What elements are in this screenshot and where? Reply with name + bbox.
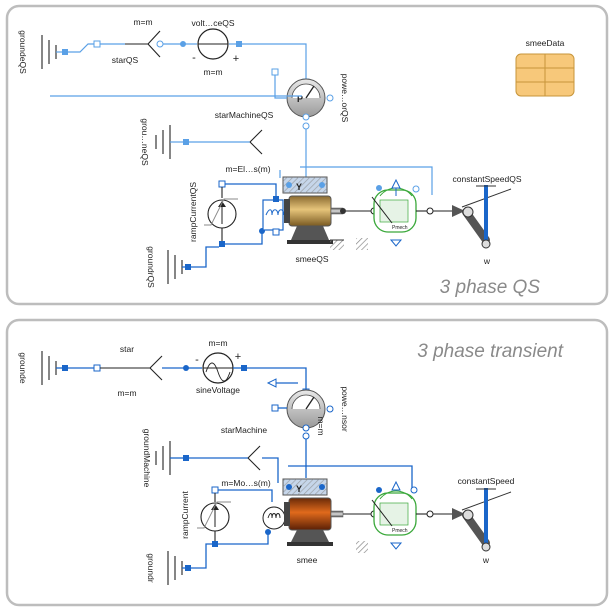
ramp-current-qs[interactable] — [204, 180, 238, 247]
ramp-current-tr[interactable] — [197, 486, 231, 547]
sine-voltage-tr-minus: - — [195, 354, 199, 366]
star-qs-label: starQS — [112, 55, 139, 65]
machine-smee-tr[interactable]: Y — [282, 478, 344, 546]
smee-data-label: smeeData — [526, 38, 565, 48]
machine-smee-qs[interactable]: Y — [282, 176, 346, 244]
ground-e-qs[interactable] — [41, 35, 68, 69]
star-machine-tr[interactable] — [247, 445, 261, 471]
panel-qs-frame — [5, 4, 609, 306]
constant-speed-tr[interactable] — [433, 488, 512, 552]
mech-power-sensor-tr[interactable]: Pmech — [343, 480, 418, 553]
star-machine-qs[interactable] — [249, 129, 263, 155]
power-sensor-tr[interactable] — [266, 378, 334, 440]
panel-qs: 3 phase QS groundeQS m=m starQS — [5, 4, 609, 306]
ground-r-tr-label: groundr — [146, 553, 156, 582]
star-qs[interactable] — [125, 30, 161, 58]
star-machine-tr-label: starMachine — [221, 425, 268, 435]
constant-speed-qs-label: constantSpeedQS — [453, 174, 522, 184]
ground-machine-tr-label: groundMachine — [142, 429, 152, 488]
constant-speed-qs-w-label: w — [483, 256, 491, 266]
voltage-source-qs[interactable] — [183, 28, 237, 60]
voltage-source-qs-minus: - — [192, 52, 196, 64]
machine-smee-tr-label: smee — [297, 555, 318, 565]
power-sensor-tr-label: powe…nsor — [340, 386, 350, 432]
star-machine-tr-m-label: m=Mo…s(m) — [221, 478, 271, 488]
sine-voltage-tr-m-label: m=m — [208, 338, 227, 348]
sine-voltage-tr[interactable] — [186, 352, 242, 384]
voltage-source-qs-m-label: m=m — [203, 67, 222, 77]
ramp-current-qs-label: rampCurrentQS — [188, 182, 198, 242]
svg-text:Y: Y — [296, 182, 302, 192]
panel-transient-frame — [5, 318, 609, 607]
ground-machine-tr[interactable] — [155, 441, 189, 475]
svg-text:Y: Y — [296, 484, 302, 494]
ground-machine-qs-label: grou…neQS — [140, 118, 150, 166]
excitation-coil-tr[interactable] — [262, 506, 286, 530]
star-machine-qs-m-label: m=El…s(m) — [225, 164, 270, 174]
machine-smee-qs-label: smeeQS — [295, 254, 328, 264]
svg-text:Pmech: Pmech — [392, 528, 408, 534]
svg-text:P: P — [297, 94, 303, 104]
svg-text:Pmech: Pmech — [392, 225, 408, 231]
power-sensor-qs[interactable]: P — [271, 68, 334, 130]
ramp-current-tr-label: rampCurrent — [180, 491, 190, 539]
star-tr-label: star — [120, 344, 134, 354]
constant-speed-tr-label: constantSpeed — [458, 476, 515, 486]
ground-machine-qs[interactable] — [155, 125, 189, 159]
ground-r-tr[interactable] — [167, 543, 212, 585]
power-sensor-tr-m-label: m=m — [316, 416, 326, 435]
mech-power-sensor-qs[interactable]: Pmech — [346, 178, 420, 250]
star-qs-m-label: m=m — [133, 17, 152, 27]
ground-r-qs[interactable] — [167, 246, 219, 284]
star-machine-qs-label: starMachineQS — [215, 110, 274, 120]
constant-speed-qs[interactable] — [433, 185, 512, 249]
sine-voltage-tr-label: sineVoltage — [196, 385, 240, 395]
ground-e-tr[interactable] — [41, 351, 68, 385]
star-tr[interactable] — [100, 355, 163, 381]
constant-speed-tr-w-label: w — [482, 555, 490, 565]
voltage-source-qs-plus: + — [233, 53, 239, 65]
smee-data-record[interactable] — [515, 53, 575, 97]
panel-transient: 3 phase transient grounde star m=m — [5, 318, 609, 607]
ground-r-qs-label: groundrQS — [146, 246, 156, 288]
power-sensor-qs-label: powe…orQS — [340, 74, 350, 123]
ground-support-qs — [330, 239, 344, 250]
panel-qs-title: 3 phase QS — [440, 277, 541, 298]
panel-transient-title: 3 phase transient — [417, 341, 563, 362]
star-tr-m-label: m=m — [117, 388, 136, 398]
voltage-source-qs-label: volt…ceQS — [192, 18, 235, 28]
sine-voltage-tr-plus: + — [235, 351, 241, 363]
excitation-coil-qs[interactable] — [262, 196, 285, 236]
ground-e-tr-label: grounde — [18, 352, 28, 383]
ground-e-qs-label: groundeQS — [18, 30, 28, 74]
